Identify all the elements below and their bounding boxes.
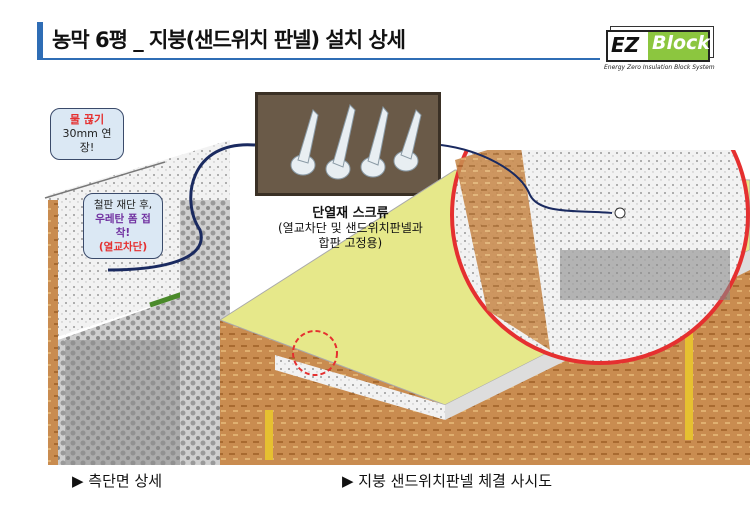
logo-block: Block xyxy=(648,32,710,60)
callout-urethane-line1: 철판 재단 후, xyxy=(93,199,153,211)
callout-urethane-line2: 우레탄 폼 접착! xyxy=(95,213,151,239)
callout-drip-text: 30mm 연장! xyxy=(62,127,112,154)
insulation-screw-photo xyxy=(255,92,441,196)
screw-label: 단열재 스크류 (열교차단 및 샌드위치판넬과 합판 고정용) xyxy=(278,206,423,251)
ez-block-logo: EZ Block xyxy=(606,26,714,62)
callout-drip-title: 물 끊기 xyxy=(69,113,105,126)
screw-desc-1: (열교차단 및 샌드위치판넬과 xyxy=(278,221,423,235)
title-accent-bar xyxy=(37,22,43,60)
roof-panel-perspective xyxy=(218,150,750,465)
page-title: 농막 6평 _ 지붕(샌드위치 판넬) 설치 상세 xyxy=(52,28,406,52)
caption-roof-perspective: ▶ 지붕 샌드위치판넬 체결 사시도 xyxy=(342,472,553,490)
caption-side-section: ▶ 측단면 상세 xyxy=(72,472,163,490)
detail-marker xyxy=(292,330,338,376)
logo-ez: EZ xyxy=(611,33,640,57)
side-section-drawing xyxy=(44,140,230,465)
screw-title: 단열재 스크류 xyxy=(312,206,389,221)
screw-desc-2: 합판 고정용) xyxy=(318,236,383,250)
title-underline xyxy=(37,58,600,60)
screw-icons xyxy=(290,104,422,180)
logo-tagline: Energy Zero Insulation Block System xyxy=(604,64,715,71)
callout-drip-edge: 물 끊기 30mm 연장! xyxy=(50,108,124,160)
callout-urethane-line3: (열교차단) xyxy=(98,241,148,253)
callout-urethane: 철판 재단 후, 우레탄 폼 접착! (열교차단) xyxy=(83,193,163,259)
